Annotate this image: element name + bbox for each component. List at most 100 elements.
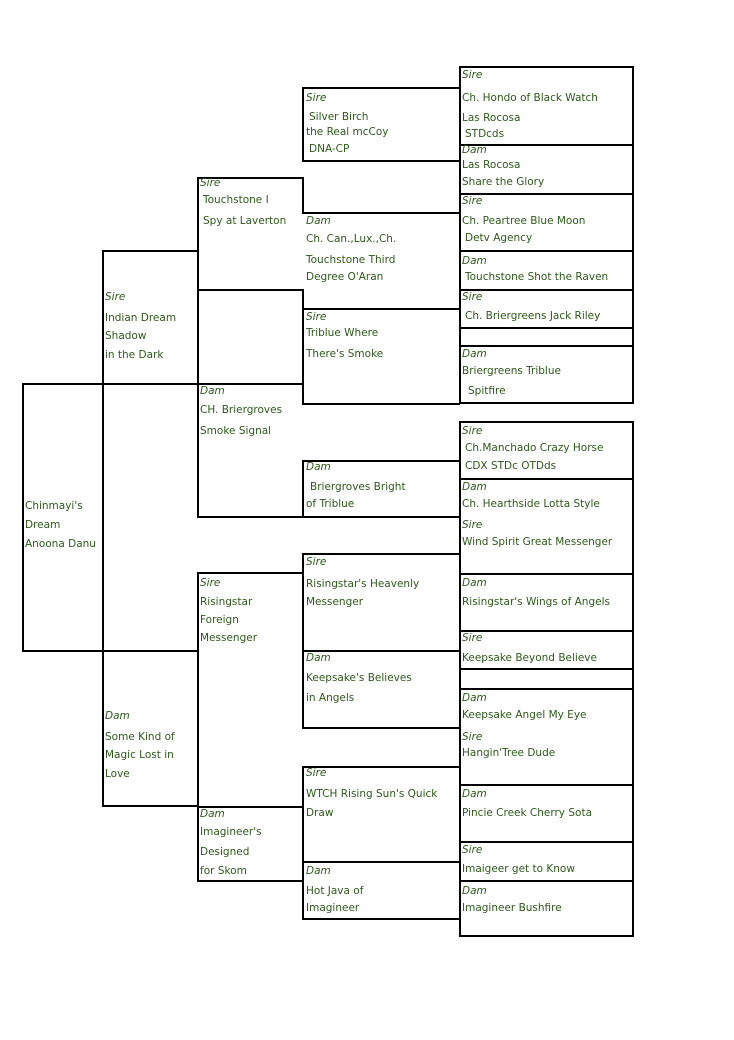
ancestor-name-line: Ch. Peartree Blue Moon xyxy=(462,215,586,227)
connector-line xyxy=(459,144,634,146)
ancestor-name-line: for Skom xyxy=(200,865,247,877)
ancestor-name-line: Wind Spirit Great Messenger xyxy=(462,536,613,548)
connector-line xyxy=(302,177,304,212)
role-label: Dam xyxy=(306,461,331,473)
subject-name-line: Anoona Danu xyxy=(25,538,96,550)
connector-line xyxy=(22,650,103,652)
connector-line xyxy=(197,383,304,385)
ancestor-name-line: Ch.Manchado Crazy Horse xyxy=(465,442,604,454)
connector-line xyxy=(459,784,634,786)
connector-line xyxy=(197,177,304,179)
connector-line xyxy=(459,478,634,480)
connector-line xyxy=(22,383,103,385)
role-label: Sire xyxy=(462,731,483,743)
connector-line xyxy=(459,66,634,68)
role-label: Sire xyxy=(462,519,483,531)
role-label: Dam xyxy=(462,885,487,897)
role-label: Dam xyxy=(462,255,487,267)
connector-line xyxy=(632,66,634,404)
connector-line xyxy=(197,572,304,574)
role-label: Sire xyxy=(306,92,327,104)
ancestor-name-line: Hangin'Tree Dude xyxy=(462,747,556,759)
connector-line xyxy=(459,630,634,632)
ancestor-name-line: in Angels xyxy=(306,692,355,704)
role-label: Dam xyxy=(306,215,331,227)
ancestor-name-line: Risingstar's Wings of Angels xyxy=(462,596,610,608)
connector-line xyxy=(302,160,460,162)
ancestor-name-line: Imagineer Bushfire xyxy=(462,902,562,914)
ancestor-name-line: Triblue Where xyxy=(306,327,379,339)
ancestor-name-line: Briergreens Triblue xyxy=(462,365,561,377)
connector-line xyxy=(302,403,460,405)
ancestor-name-line: Smoke Signal xyxy=(200,425,272,437)
ancestor-name-line: Touchstone Third xyxy=(306,254,396,266)
role-label: Dam xyxy=(200,385,225,397)
connector-line xyxy=(459,421,634,423)
role-label: Dam xyxy=(306,652,331,664)
role-label: Dam xyxy=(462,481,487,493)
connector-line xyxy=(102,805,199,807)
role-label: Sire xyxy=(306,556,327,568)
role-label: Dam xyxy=(462,788,487,800)
ancestor-name-line: WTCH Rising Sun's Quick xyxy=(306,788,438,800)
ancestor-name-line: Spitfire xyxy=(468,385,506,397)
connector-line xyxy=(302,766,460,768)
connector-line xyxy=(459,193,634,195)
ancestor-name-line: Ch. Hondo of Black Watch xyxy=(462,92,598,104)
connector-line xyxy=(22,383,24,652)
connector-line xyxy=(459,66,461,404)
connector-line xyxy=(459,688,634,690)
connector-line xyxy=(197,516,460,518)
connector-line xyxy=(302,308,460,310)
connector-line xyxy=(302,553,460,555)
ancestor-name-line: Degree O'Aran xyxy=(306,271,384,283)
connector-line xyxy=(302,553,304,729)
ancestor-name-line: Keepsake's Believes xyxy=(306,672,412,684)
ancestor-name-line: Ch. Briergreens Jack Riley xyxy=(465,310,601,322)
connector-line xyxy=(459,402,634,404)
role-label: Sire xyxy=(462,632,483,644)
role-label: Sire xyxy=(462,291,483,303)
connector-line xyxy=(459,421,461,937)
connector-line xyxy=(459,345,634,347)
ancestor-name-line: Briergroves Bright xyxy=(310,481,406,493)
ancestor-name-line: Share the Glory xyxy=(462,176,545,188)
connector-line xyxy=(197,572,199,882)
role-label: Sire xyxy=(306,767,327,779)
role-label: Dam xyxy=(462,692,487,704)
ancestor-name-line: Spy at Laverton xyxy=(203,215,287,227)
role-label: Sire xyxy=(200,177,221,189)
role-label: Dam xyxy=(462,577,487,589)
connector-line xyxy=(302,87,460,89)
ancestor-name-line: STDcds xyxy=(465,128,505,140)
connector-line xyxy=(459,327,634,329)
role-label: Dam xyxy=(306,865,331,877)
ancestor-name-line: Some Kind of xyxy=(105,731,175,743)
role-label: Sire xyxy=(105,291,126,303)
ancestor-name-line: CDX STDc OTDds xyxy=(465,460,557,472)
ancestor-name-line: Pincie Creek Cherry Sota xyxy=(462,807,593,819)
ancestor-name-line: Foreign xyxy=(200,614,239,626)
connector-line xyxy=(302,87,304,162)
ancestor-name-line: Touchstone Shot the Raven xyxy=(465,271,609,283)
ancestor-name-line: There's Smoke xyxy=(306,348,384,360)
connector-line xyxy=(302,289,304,405)
role-label: Dam xyxy=(105,710,130,722)
connector-line xyxy=(197,289,304,291)
connector-line xyxy=(302,460,460,462)
connector-line xyxy=(197,880,304,882)
connector-line xyxy=(197,806,304,808)
connector-line xyxy=(102,383,199,385)
connector-line xyxy=(302,460,304,518)
connector-line xyxy=(302,650,460,652)
ancestor-name-line: Ch. Can.,Lux.,Ch. xyxy=(306,233,397,245)
ancestor-name-line: Draw xyxy=(306,807,334,819)
connector-line xyxy=(302,212,460,214)
ancestor-name-line: Touchstone I xyxy=(203,194,269,206)
ancestor-name-line: Magic Lost in xyxy=(105,749,174,761)
connector-line xyxy=(102,250,104,807)
role-label: Sire xyxy=(306,311,327,323)
ancestor-name-line: Las Rocosa xyxy=(462,112,521,124)
ancestor-name-line: Designed xyxy=(200,846,250,858)
